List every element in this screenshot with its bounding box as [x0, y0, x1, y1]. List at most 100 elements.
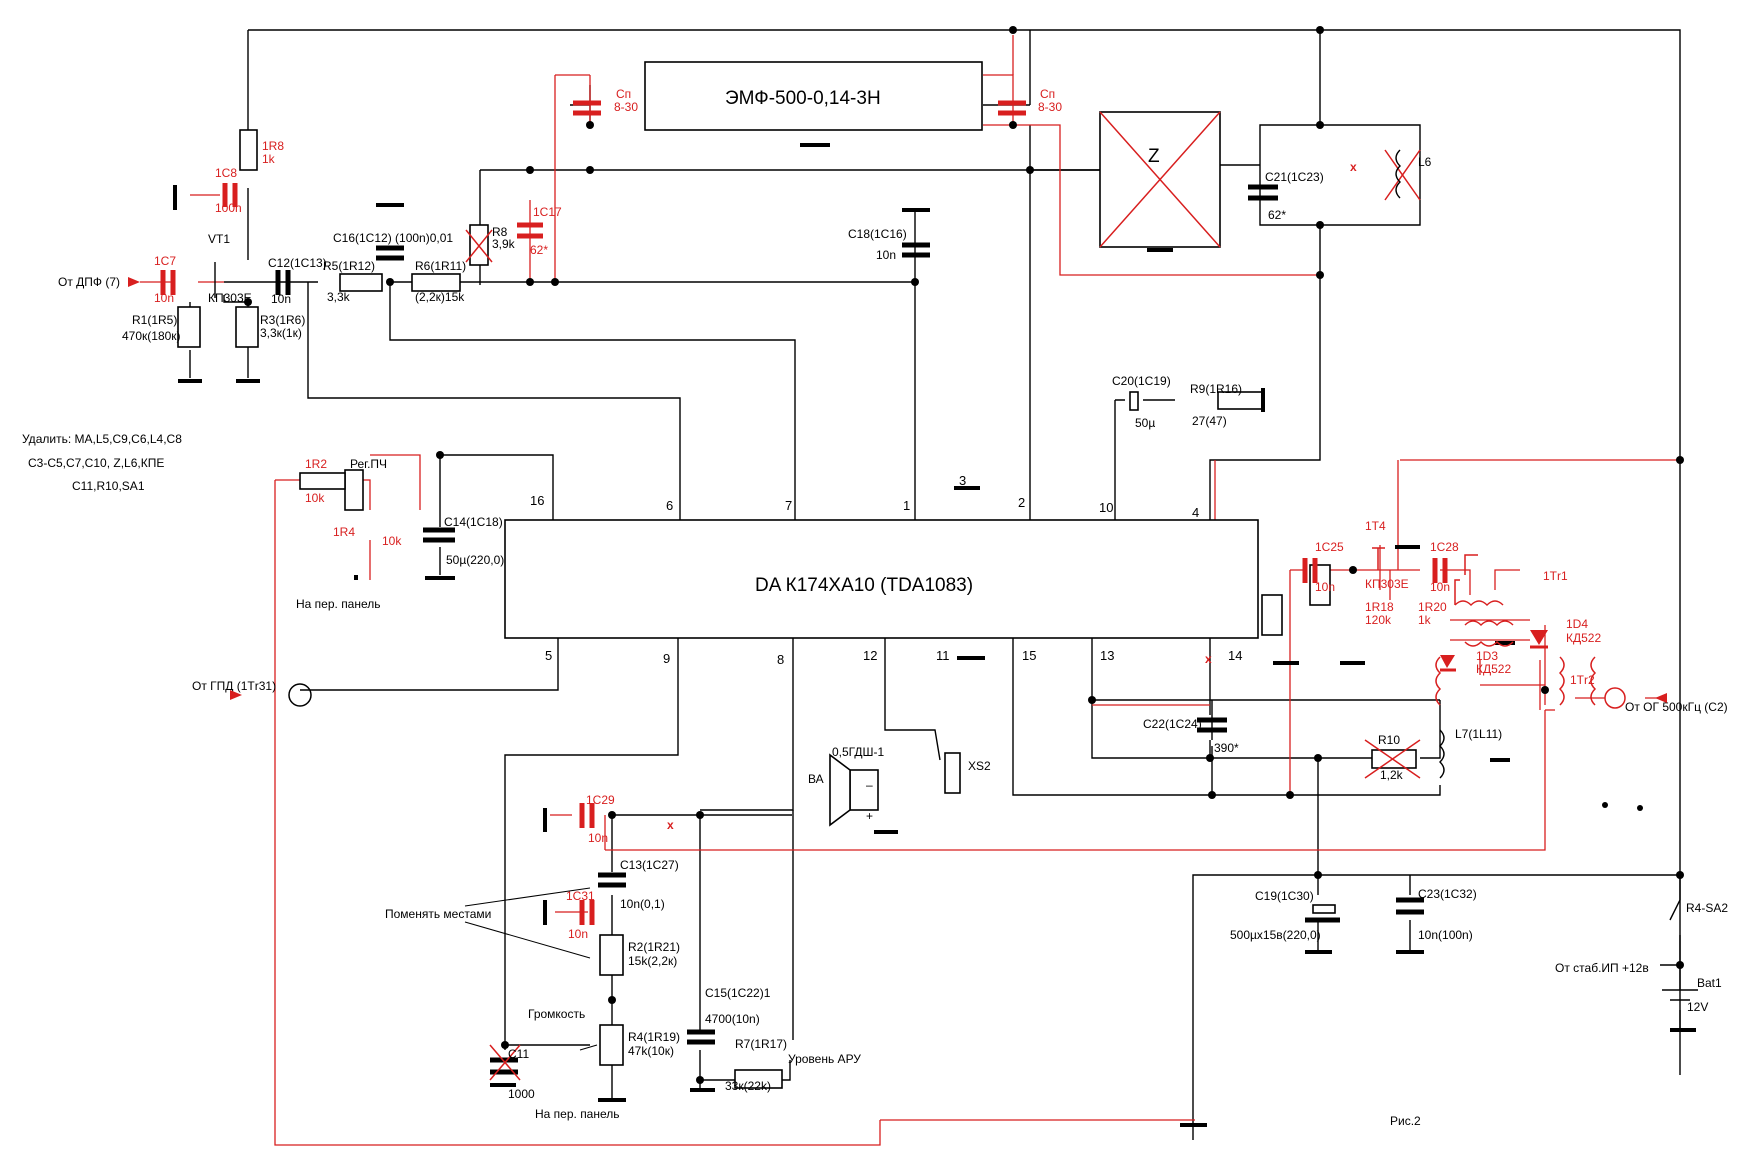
c23-label: С23(1С32): [1418, 887, 1477, 901]
bat-voltage: 12V: [1687, 1000, 1708, 1014]
cp2-label: Сп: [1040, 87, 1055, 101]
c19-body: [1312, 904, 1336, 914]
r4r-label: 1R4: [333, 525, 355, 539]
speaker-minus: –: [866, 778, 873, 792]
c20-body: [1129, 391, 1139, 411]
panel-label-2: На пер. панель: [535, 1107, 620, 1121]
input-og-label: От ОГ 500кГц (С2): [1625, 700, 1728, 714]
pin-6: 6: [666, 498, 673, 513]
r7-value: 33к(22k): [725, 1079, 771, 1093]
pin-12: 12: [863, 648, 877, 663]
input-dpf-label: От ДПФ (7): [58, 275, 120, 289]
d3-label: 1D3: [1476, 649, 1498, 663]
r10-body: [1371, 749, 1417, 769]
r4r-body: [344, 469, 364, 511]
sa2-label: R4-SA2: [1686, 901, 1728, 915]
r6-body: [411, 273, 461, 292]
r2r-body: [299, 472, 346, 490]
r7-body: [734, 1069, 783, 1089]
r1-value: 470к(180к): [122, 329, 181, 343]
d4-label: 1D4: [1566, 617, 1588, 631]
black-grounds: [173, 143, 1696, 1127]
r20-value: 1k: [1418, 613, 1432, 627]
diodes: [1440, 630, 1548, 668]
c21-label: С21(1С23): [1265, 170, 1324, 184]
removal-crosses: [465, 111, 1421, 1081]
t4-type: КП303Е: [1365, 577, 1409, 591]
c28-label: 1С28: [1430, 540, 1459, 554]
figure-caption: Рис.2: [1390, 1114, 1421, 1128]
r18-body: [1261, 594, 1283, 636]
red-wires: [140, 35, 1680, 1146]
reg-pch-label: Рег.ПЧ: [350, 457, 387, 471]
junction-dots: [244, 26, 1684, 1084]
swap-lines: [464, 887, 598, 1051]
r8r-value: 1k: [262, 152, 276, 166]
bat-label: Bat1: [1697, 976, 1722, 990]
agc-label: Уровень АРУ: [788, 1052, 861, 1066]
c13-value: 10n(0,1): [620, 897, 665, 911]
pin-4: 4: [1192, 505, 1199, 520]
l6-coil: [1395, 149, 1401, 199]
pin-8: 8: [777, 652, 784, 667]
battery: [1662, 989, 1698, 1001]
c17-label: 1С17: [533, 205, 562, 219]
r2-value: 15k(2,2к): [628, 954, 677, 968]
r10-label: R10: [1378, 733, 1400, 747]
cp1-value: 8-30: [614, 100, 638, 114]
pin-9: 9: [663, 651, 670, 666]
pin-13: 13: [1100, 648, 1114, 663]
r3-label: R3(1R6): [260, 313, 305, 327]
c21-value: 62*: [1268, 208, 1286, 222]
r4-value: 47k(10к): [628, 1044, 674, 1058]
r9-label: R9(1R16): [1190, 382, 1242, 396]
r18-value: 120k: [1365, 613, 1392, 627]
pin-16: 16: [530, 493, 544, 508]
pin-11: 11: [936, 648, 950, 663]
tr1-label: 1Тr1: [1543, 569, 1568, 583]
c7-value: 10n: [154, 291, 174, 305]
c15-value: 4700(10n): [705, 1012, 760, 1026]
tr2-label: 1Тr2: [1570, 673, 1595, 687]
swap-note: Поменять местами: [385, 907, 491, 921]
xs2-label: XS2: [968, 759, 991, 773]
c12-value: 10n: [271, 292, 291, 306]
ba-label: ВА: [808, 772, 824, 786]
c8-value: 100n: [215, 201, 242, 215]
input-gpd-label: От ГПД (1Тr31): [192, 679, 276, 693]
r18-label: 1R18: [1365, 600, 1394, 614]
c13-label: С13(1С27): [620, 858, 679, 872]
c11-value: 1000: [508, 1087, 535, 1101]
c16-label: С16(1С12) (100n)0,01: [333, 231, 453, 245]
diode-bars: [1440, 645, 1548, 672]
r6-value: (2,2к)15k: [415, 290, 465, 304]
filter-label: ЭМФ-500-0,14-3Н: [725, 88, 881, 109]
r1-body: [177, 306, 201, 348]
z-block-label: Z: [1148, 146, 1160, 167]
red-capacitors: [160, 100, 1448, 925]
d3-type: КД522: [1476, 662, 1511, 676]
r8r-label: 1R8: [262, 139, 284, 153]
c14-value: 50µ(220,0): [446, 553, 504, 567]
c23-value: 10n(100n): [1418, 928, 1473, 942]
r3-body: [235, 306, 259, 348]
r8-label: R8: [492, 225, 508, 239]
svg-text:x: x: [667, 818, 674, 832]
red-parts: [288, 547, 1626, 709]
pin-5: 5: [545, 648, 552, 663]
remove-note-2: С3-С5,С7,С10, Z,L6,КПЕ: [28, 456, 164, 470]
speaker-label: 0,5ГДШ-1: [832, 745, 884, 759]
cp1-label: Сп: [616, 87, 631, 101]
pin-14: 14: [1228, 648, 1242, 663]
c25-label: 1С25: [1315, 540, 1344, 554]
c8-label: 1С8: [215, 166, 237, 180]
c18-label: С18(1С16): [848, 227, 907, 241]
pin-15: 15: [1022, 648, 1036, 663]
pin-2: 2: [1018, 495, 1025, 510]
vt1-label: VT1: [208, 232, 230, 246]
speaker-plus: +: [866, 809, 873, 823]
speaker: [829, 753, 879, 827]
c29-label: 1С29: [586, 793, 615, 807]
